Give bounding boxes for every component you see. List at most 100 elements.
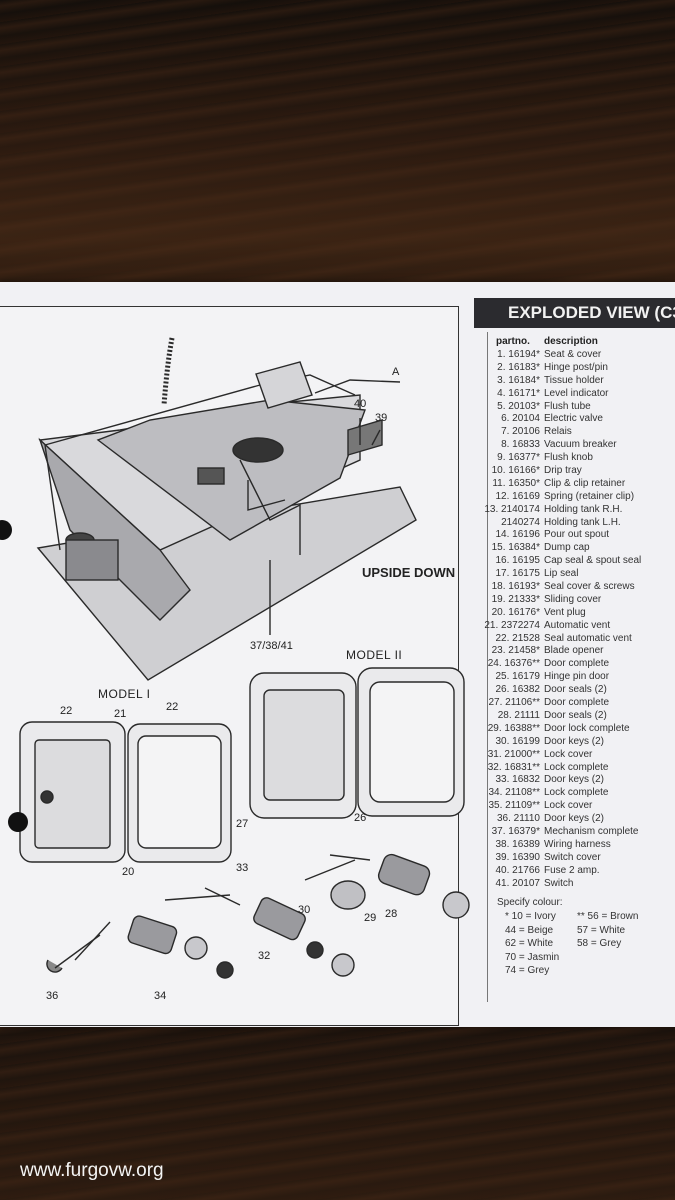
table-row: 2140274 Holding tank L.H.: [478, 517, 675, 530]
part-description: Seat & cover: [544, 349, 602, 360]
part-number: 31. 21000**: [487, 748, 540, 760]
label-27: 27: [236, 818, 249, 830]
model2-frame-inner: [263, 689, 345, 801]
label-36: 36: [46, 990, 59, 1002]
valve-opening: [232, 437, 284, 463]
nut-32: [331, 953, 355, 977]
part-description: Lock cover: [544, 748, 593, 760]
cap-31: [306, 941, 324, 959]
part-number: 39. 16390: [495, 851, 541, 863]
part-description: Hinge pin door: [544, 671, 610, 683]
table-row: 35. 21109** Lock cover: [478, 800, 675, 813]
part-number: 17. 16175: [495, 568, 541, 580]
page-title: EXPLODED VIEW (C3: [474, 298, 675, 328]
table-row: 19. 21333*Sliding cover: [478, 594, 675, 607]
part-description: Switch cover: [544, 851, 601, 863]
cap-35: [216, 961, 234, 979]
table-row: 18. 16193*Seal cover & screws: [478, 581, 675, 594]
colour-entry: 44 = Beige: [505, 924, 554, 936]
part-number: 22. 21528: [495, 632, 541, 644]
label-29: 29: [364, 912, 377, 924]
table-row: 23. 21458*Blade opener: [478, 645, 675, 658]
part-description: Vacuum breaker: [544, 439, 617, 451]
part-description: Drip tray: [544, 465, 582, 477]
model1-frame-inner: [34, 739, 111, 849]
colour-entry: 62 = White: [505, 938, 554, 949]
nut-28: [442, 891, 470, 919]
part-number: 3. 16184*: [497, 374, 540, 386]
label-39: 39: [375, 412, 388, 424]
dump-cap-29: [330, 880, 366, 910]
part-number: 25. 16179: [495, 671, 541, 683]
part-number: 28. 21111: [497, 709, 540, 721]
part-description: Flush tube: [544, 400, 591, 412]
label-34: 34: [154, 990, 167, 1002]
part-number: 7. 20106: [501, 426, 540, 438]
part-number: 12. 16169: [495, 490, 541, 502]
model2-door-inner: [369, 681, 455, 803]
lock-34: [127, 915, 178, 955]
part-number: 20. 16176*: [491, 606, 540, 618]
label-40: 40: [354, 398, 367, 410]
colour-entry: 70 = Jasmin: [505, 951, 560, 963]
part-description: Door keys (2): [544, 735, 605, 747]
spout-body: [65, 539, 119, 581]
nut-34: [184, 936, 208, 960]
part-description: Lock cover: [544, 800, 593, 812]
part-number: 5. 20103*: [497, 400, 540, 412]
mechanism: [239, 459, 301, 555]
table-row: 31. 21000** Lock cover: [478, 749, 675, 762]
table-row: 29. 16388**Door lock complete: [478, 723, 675, 736]
part-number: 26. 16382: [495, 684, 541, 696]
part-number: 2140274: [501, 516, 540, 528]
list-divider: [487, 332, 488, 1002]
part-number: 10. 16166*: [491, 465, 540, 477]
model1-door-inner: [137, 735, 222, 849]
key-36b: [74, 921, 111, 961]
vent-grille: [347, 419, 383, 456]
colour-entry: ** 56 = Brown: [577, 911, 639, 922]
part-description: Flush knob: [544, 452, 593, 464]
table-row: 11. 16350*Clip & clip retainer: [478, 478, 675, 491]
part-number: 21. 2372274: [484, 619, 540, 631]
binder-hole-top: [0, 520, 12, 540]
leader-a: [314, 379, 401, 394]
label-37-38-41: 37/38/41: [250, 640, 293, 652]
label-22a: 22: [60, 705, 73, 717]
model1-lock: [40, 790, 54, 804]
part-number: 30. 16199: [495, 735, 541, 747]
part-description: Holding tank L.H.: [544, 516, 621, 528]
part-number: 19. 21333*: [491, 593, 540, 605]
model-2-label: MODEL II: [346, 648, 403, 662]
colour-entry: 58 = Grey: [577, 938, 622, 949]
part-number: 35. 21109**: [488, 800, 540, 812]
label-30: 30: [298, 904, 311, 916]
table-row: 4. 16171*Level indicator: [478, 388, 675, 401]
parts-header: partno. description: [478, 336, 675, 349]
colour-entry: 57 = White: [577, 924, 626, 936]
label-20: 20: [122, 866, 135, 878]
table-row: 15. 16384*Dump cap: [478, 542, 675, 555]
label-33: 33: [236, 862, 249, 874]
col-description: description: [544, 336, 598, 347]
part-description: Wiring harness: [544, 838, 611, 850]
part-number: 37. 16379*: [491, 825, 540, 837]
part-description: Spring (retainer clip): [544, 490, 635, 502]
part-description: Door lock complete: [544, 722, 630, 734]
part-number: 38. 16389: [495, 838, 541, 850]
part-description: Lock complete: [544, 787, 609, 799]
part-description: Door complete: [544, 658, 610, 670]
part-description: Vent plug: [544, 606, 586, 618]
